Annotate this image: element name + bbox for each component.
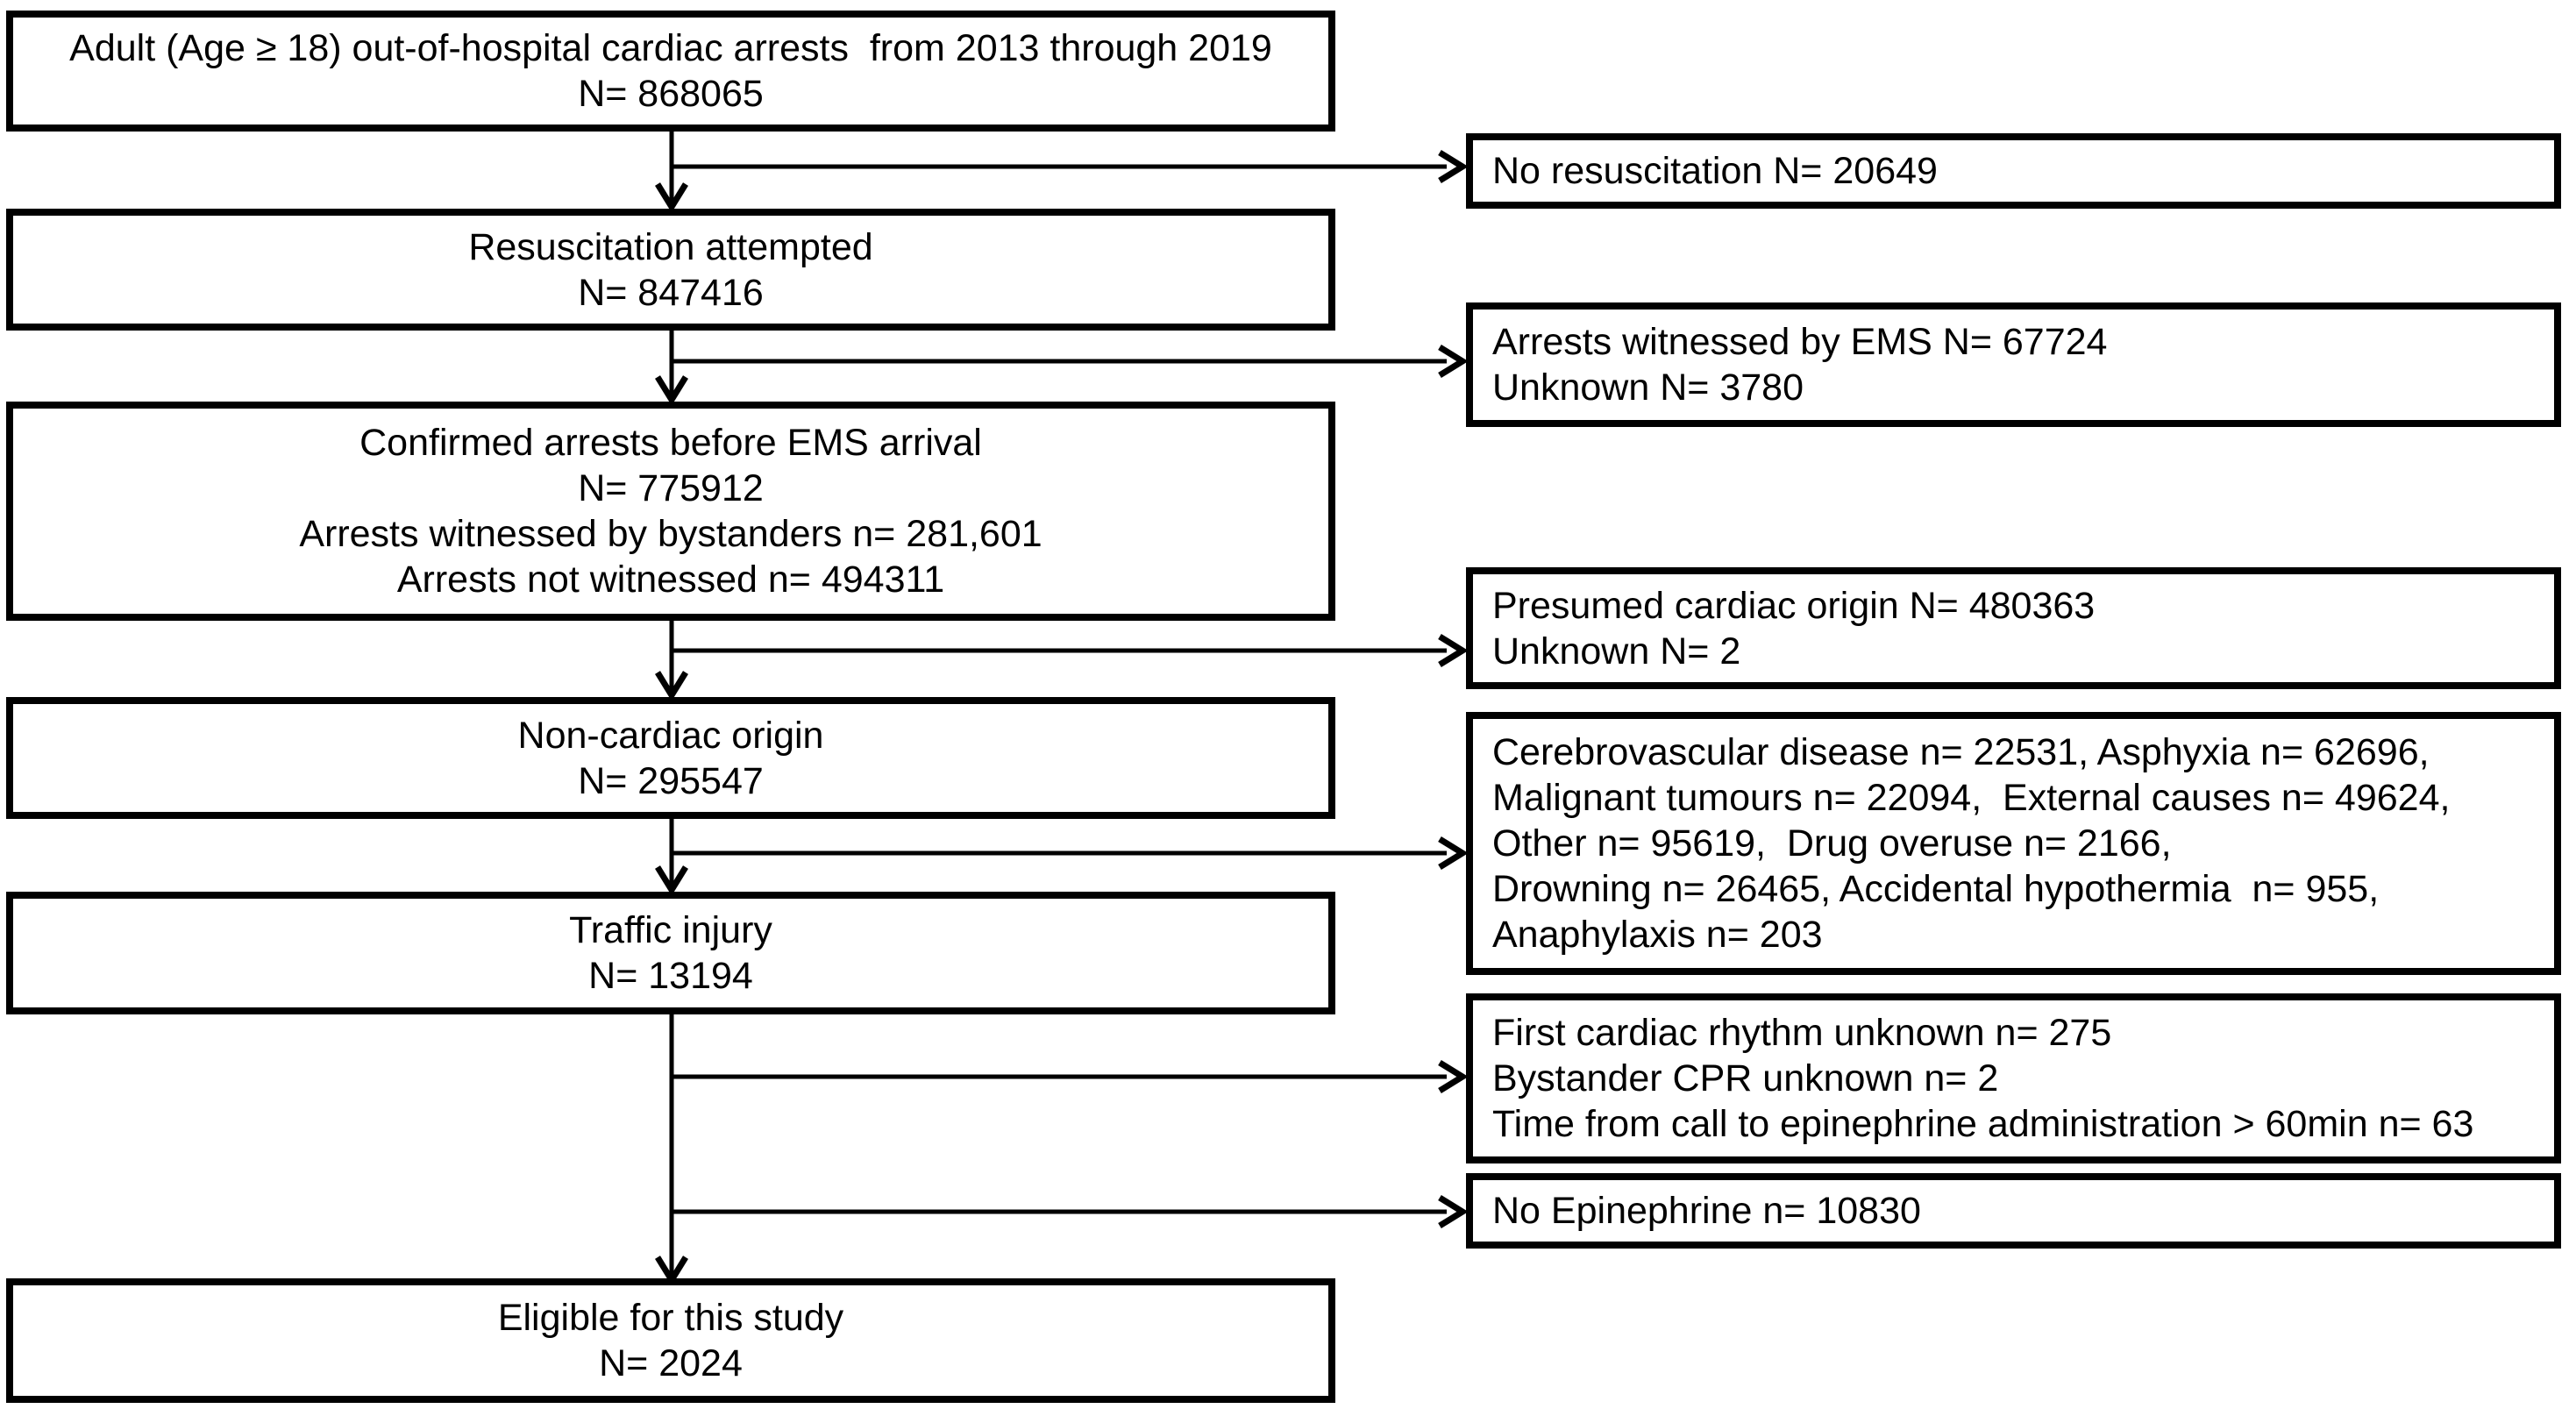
box-text: First cardiac rhythm unknown n= 275 bbox=[1492, 1012, 2112, 1054]
box-no-epinephrine: No Epinephrine n= 10830 bbox=[1466, 1173, 2561, 1249]
box-text: Time from call to epinephrine administra… bbox=[1492, 1103, 2474, 1145]
arrow-noncardiac-to-traffic bbox=[655, 819, 688, 896]
box-text: Confirmed arrests before EMS arrival bbox=[359, 422, 982, 464]
box-no-resuscitation: No resuscitation N= 20649 bbox=[1466, 133, 2561, 209]
box-text: N= 775912 bbox=[578, 467, 764, 509]
box-text: N= 847416 bbox=[578, 271, 764, 314]
box-text: No resuscitation N= 20649 bbox=[1492, 150, 1938, 192]
box-text: Eligible for this study bbox=[497, 1297, 844, 1339]
arrow-branch-ems-witnessed bbox=[672, 345, 1469, 378]
arrow-confirmed-to-noncardiac bbox=[655, 621, 688, 701]
box-text: Arrests witnessed by EMS N= 67724 bbox=[1492, 321, 2108, 363]
box-missing-data: First cardiac rhythm unknown n= 275 Byst… bbox=[1466, 993, 2561, 1163]
box-text: Resuscitation attempted bbox=[468, 225, 873, 268]
box-text: Traffic injury bbox=[569, 909, 772, 951]
arrow-resuscitation-to-confirmed bbox=[655, 331, 688, 406]
box-text: Non-cardiac origin bbox=[517, 714, 824, 757]
box-non-cardiac-origin: Non-cardiac origin N= 295547 bbox=[6, 697, 1335, 819]
box-text: Malignant tumours n= 22094, External cau… bbox=[1492, 777, 2451, 819]
arrow-traffic-to-eligible bbox=[655, 1014, 688, 1286]
arrow-branch-no-resuscitation bbox=[672, 150, 1469, 183]
box-text: No Epinephrine n= 10830 bbox=[1492, 1190, 1921, 1232]
box-text: Bystander CPR unknown n= 2 bbox=[1492, 1057, 1999, 1099]
box-text: Presumed cardiac origin N= 480363 bbox=[1492, 584, 2096, 627]
box-text: N= 2024 bbox=[599, 1342, 743, 1384]
arrow-branch-missing-data bbox=[672, 1060, 1469, 1093]
box-text: Adult (Age ≥ 18) out-of-hospital cardiac… bbox=[69, 27, 1272, 69]
box-presumed-cardiac-origin: Presumed cardiac origin N= 480363 Unknow… bbox=[1466, 567, 2561, 689]
box-text: Unknown N= 3780 bbox=[1492, 366, 1804, 409]
box-text: N= 868065 bbox=[578, 73, 764, 115]
box-text: Cerebrovascular disease n= 22531, Asphyx… bbox=[1492, 731, 2430, 773]
box-confirmed-arrests: Confirmed arrests before EMS arrival N= … bbox=[6, 402, 1335, 621]
arrow-branch-presumed-cardiac bbox=[672, 634, 1469, 667]
box-text: N= 13194 bbox=[588, 955, 753, 997]
box-ems-witnessed: Arrests witnessed by EMS N= 67724 Unknow… bbox=[1466, 302, 2561, 427]
box-total-arrests: Adult (Age ≥ 18) out-of-hospital cardiac… bbox=[6, 11, 1335, 132]
box-resuscitation-attempted: Resuscitation attempted N= 847416 bbox=[6, 209, 1335, 331]
arrow-total-to-resuscitation bbox=[655, 132, 688, 213]
arrow-branch-non-cardiac-causes bbox=[672, 836, 1469, 870]
box-eligible: Eligible for this study N= 2024 bbox=[6, 1278, 1335, 1403]
box-non-cardiac-causes: Cerebrovascular disease n= 22531, Asphyx… bbox=[1466, 712, 2561, 975]
box-text: Arrests not witnessed n= 494311 bbox=[396, 559, 945, 601]
box-traffic-injury: Traffic injury N= 13194 bbox=[6, 892, 1335, 1014]
box-text: Arrests witnessed by bystanders n= 281,6… bbox=[299, 513, 1042, 555]
box-text: N= 295547 bbox=[578, 759, 764, 802]
box-text: Other n= 95619, Drug overuse n= 2166, bbox=[1492, 822, 2172, 865]
arrow-branch-no-epinephrine bbox=[672, 1195, 1469, 1228]
box-text: Anaphylaxis n= 203 bbox=[1492, 914, 1823, 956]
box-text: Unknown N= 2 bbox=[1492, 630, 1741, 672]
box-text: Drowning n= 26465, Accidental hypothermi… bbox=[1492, 868, 2380, 910]
